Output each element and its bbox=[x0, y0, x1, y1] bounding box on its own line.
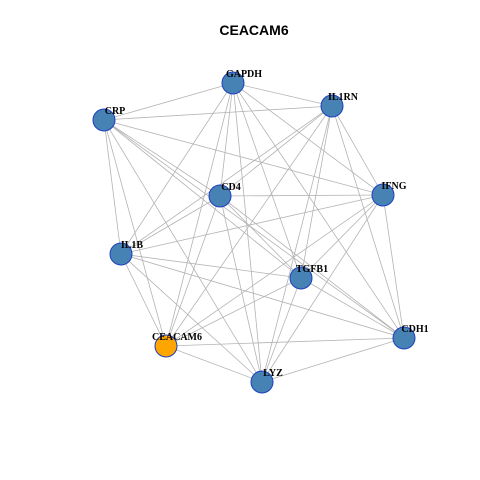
edge-crp-tgfb1 bbox=[103, 119, 302, 279]
edge-gapdh-crp bbox=[103, 82, 234, 121]
edge-ifng-tgfb1 bbox=[300, 194, 384, 279]
edge-cd4-lyz bbox=[219, 195, 263, 383]
edge-gapdh-tgfb1 bbox=[232, 82, 302, 279]
edge-il1rn-lyz bbox=[261, 105, 333, 383]
node-circle-lyz[interactable] bbox=[250, 370, 274, 394]
edge-ceacam6-cdh1 bbox=[165, 337, 405, 347]
node-tgfb1[interactable]: TGFB1 bbox=[289, 264, 328, 290]
edge-gapdh-ceacam6 bbox=[165, 82, 234, 347]
node-il1b[interactable]: IL1B bbox=[109, 240, 144, 266]
edge-ifng-cdh1 bbox=[382, 194, 405, 339]
node-circle-ifng[interactable] bbox=[371, 183, 395, 207]
edge-il1rn-ifng bbox=[331, 105, 384, 196]
edge-cd4-ifng bbox=[219, 194, 384, 197]
edge-crp-lyz bbox=[103, 119, 263, 383]
edge-il1b-ceacam6 bbox=[120, 253, 167, 347]
edge-ifng-il1b bbox=[120, 194, 384, 255]
node-circle-cdh1[interactable] bbox=[392, 326, 416, 350]
node-label-il1rn: IL1RN bbox=[328, 92, 359, 103]
node-circle-crp[interactable] bbox=[92, 108, 116, 132]
edge-il1rn-il1b bbox=[120, 105, 333, 255]
edge-ceacam6-lyz bbox=[165, 345, 263, 383]
edge-tgfb1-lyz bbox=[261, 277, 302, 383]
node-circle-ceacam6[interactable] bbox=[154, 334, 178, 358]
node-circle-gapdh[interactable] bbox=[221, 71, 245, 95]
edge-il1rn-tgfb1 bbox=[300, 105, 333, 279]
edge-tgfb1-ceacam6 bbox=[165, 277, 302, 347]
edge-crp-ceacam6 bbox=[103, 119, 167, 347]
node-label-tgfb1: TGFB1 bbox=[296, 264, 328, 275]
node-lyz[interactable]: LYZ bbox=[250, 368, 283, 394]
edge-cdh1-lyz bbox=[261, 337, 405, 383]
edge-il1rn-crp bbox=[103, 105, 333, 121]
edge-il1rn-cdh1 bbox=[331, 105, 405, 339]
node-label-ceacam6: CEACAM6 bbox=[152, 332, 202, 343]
edge-ifng-lyz bbox=[261, 194, 384, 383]
edge-cd4-ceacam6 bbox=[165, 195, 221, 347]
node-circle-cd4[interactable] bbox=[208, 184, 232, 208]
edge-gapdh-il1rn bbox=[232, 82, 333, 107]
node-ceacam6[interactable]: CEACAM6 bbox=[152, 332, 202, 358]
node-label-lyz: LYZ bbox=[263, 368, 283, 379]
node-cd4[interactable]: CD4 bbox=[208, 182, 241, 208]
edge-crp-il1b bbox=[103, 119, 122, 255]
node-label-il1b: IL1B bbox=[121, 240, 144, 251]
edge-crp-ifng bbox=[103, 119, 384, 196]
edge-crp-cdh1 bbox=[103, 119, 405, 339]
node-circle-il1rn[interactable] bbox=[320, 94, 344, 118]
edge-gapdh-cdh1 bbox=[232, 82, 405, 339]
edge-layer bbox=[103, 82, 405, 383]
edge-gapdh-il1b bbox=[120, 82, 234, 255]
node-label-cd4: CD4 bbox=[221, 182, 240, 193]
edge-crp-cd4 bbox=[103, 119, 221, 197]
edge-gapdh-ifng bbox=[232, 82, 384, 196]
diagram-title: CEACAM6 bbox=[219, 22, 288, 38]
edge-gapdh-lyz bbox=[232, 82, 263, 383]
edge-tgfb1-cdh1 bbox=[300, 277, 405, 339]
edge-il1b-cdh1 bbox=[120, 253, 405, 339]
edge-il1rn-ceacam6 bbox=[165, 105, 333, 347]
edge-cd4-tgfb1 bbox=[219, 195, 302, 279]
node-crp[interactable]: CRP bbox=[92, 106, 126, 132]
edge-il1b-tgfb1 bbox=[120, 253, 302, 279]
node-circle-tgfb1[interactable] bbox=[289, 266, 313, 290]
node-cdh1[interactable]: CDH1 bbox=[392, 324, 429, 350]
node-circle-il1b[interactable] bbox=[109, 242, 133, 266]
node-gapdh[interactable]: GAPDH bbox=[221, 69, 262, 95]
node-label-cdh1: CDH1 bbox=[401, 324, 428, 335]
edge-cd4-il1b bbox=[120, 195, 221, 255]
edge-ifng-ceacam6 bbox=[165, 194, 384, 347]
node-label-crp: CRP bbox=[105, 106, 126, 117]
node-label-ifng: IFNG bbox=[382, 181, 407, 192]
node-ifng[interactable]: IFNG bbox=[371, 181, 407, 207]
edge-gapdh-cd4 bbox=[219, 82, 234, 197]
edge-il1rn-cd4 bbox=[219, 105, 333, 197]
node-il1rn[interactable]: IL1RN bbox=[320, 92, 359, 118]
node-label-gapdh: GAPDH bbox=[226, 69, 262, 80]
edge-il1b-lyz bbox=[120, 253, 263, 383]
